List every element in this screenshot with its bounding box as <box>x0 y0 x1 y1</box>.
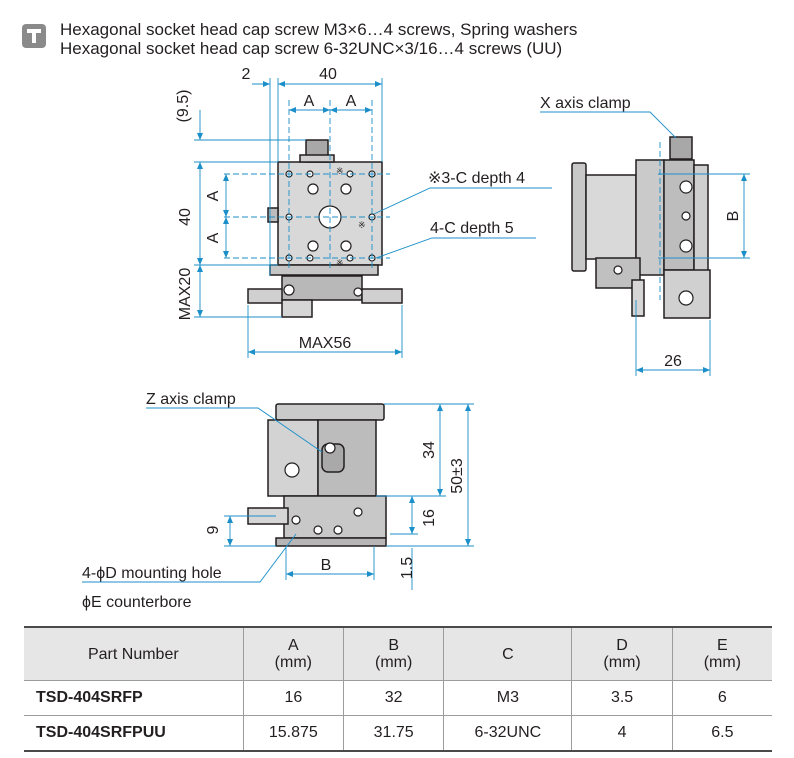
dim-a-right: A <box>346 93 357 110</box>
front-view-stage <box>247 403 387 547</box>
table-cell: 16 <box>242 680 344 716</box>
dim-50: 50±3 <box>449 458 466 494</box>
dim-2: 2 <box>242 66 251 83</box>
part-number-cell: TSD-404SRFP <box>24 680 244 716</box>
header-part-number: Part Number <box>24 626 244 681</box>
front-view: Z axis clamp 34 50±3 16 1.5 9 B 4-ϕD mou… <box>82 391 474 611</box>
table-cell: 6-32UNC <box>443 715 572 752</box>
header-name: C <box>502 645 514 663</box>
screw-note-text: Hexagonal socket head cap screw M3×6…4 s… <box>60 20 577 58</box>
dim-1-5: 1.5 <box>399 557 416 579</box>
dim-9: 9 <box>205 525 222 534</box>
dim-9-5: (9.5) <box>175 90 192 123</box>
side-view-stage <box>571 136 711 319</box>
dim-b-side: B <box>725 211 742 222</box>
header-name: D <box>616 637 628 654</box>
screw-note-line-2: Hexagonal socket head cap screw 6-32UNC×… <box>60 39 563 58</box>
screw-note-line-1: Hexagonal socket head cap screw M3×6…4 s… <box>60 20 578 39</box>
table-cell: 4 <box>571 715 673 752</box>
callout-counterbore: ϕE counterbore <box>82 594 192 611</box>
header-unit: (mm) <box>375 654 413 671</box>
header-name: Part Number <box>87 645 179 663</box>
dim-b-front: B <box>321 557 332 574</box>
hole-mark-1: ※ <box>336 166 344 176</box>
technical-drawing: 2 40 A A (9.5) A 40 A MAX20 MAX56 ※3-C d… <box>82 66 750 611</box>
header-name: E <box>717 637 728 654</box>
hole-mark-3: ※ <box>336 258 344 268</box>
top-view-dimension-lines <box>197 81 552 355</box>
dim-a-left: A <box>304 93 315 110</box>
callout-mounting-hole: 4-ϕD mounting hole <box>82 565 222 582</box>
header-a: A (mm) <box>242 626 345 681</box>
spec-table-header: Part Number A (mm) B (mm) C D (mm) E (mm… <box>24 626 772 681</box>
header-unit: (mm) <box>703 654 741 671</box>
callout-z-axis-clamp: Z axis clamp <box>146 391 236 408</box>
header-d: D (mm) <box>571 626 673 681</box>
callout-3c-depth: ※3-C depth 4 <box>428 170 525 187</box>
table-cell: 6 <box>671 680 772 716</box>
front-view-holes <box>284 442 363 535</box>
table-row: TSD-404SRFP 16 32 M3 3.5 6 <box>24 680 772 716</box>
table-cell: 6.5 <box>671 715 772 752</box>
dim-max20: MAX20 <box>177 268 194 321</box>
dim-40-side: 40 <box>177 208 194 226</box>
dim-max56: MAX56 <box>299 335 352 352</box>
table-row: TSD-404SRFPUU 15.875 31.75 6-32UNC 4 6.5 <box>24 715 772 752</box>
spec-table: Part Number A (mm) B (mm) C D (mm) E (mm… <box>24 626 772 752</box>
side-view-dimension-lines <box>540 111 750 376</box>
top-view-center-lines <box>194 78 403 358</box>
table-cell: 15.875 <box>242 715 344 752</box>
header-name: A <box>288 637 299 654</box>
header-e: E (mm) <box>671 626 772 681</box>
dim-a-upper: A <box>205 190 222 201</box>
table-cell: 32 <box>343 680 444 716</box>
header-c: C <box>443 626 573 681</box>
dim-16: 16 <box>421 509 438 527</box>
dim-40-top: 40 <box>319 66 337 83</box>
header-unit: (mm) <box>274 654 312 671</box>
header-b: B (mm) <box>343 626 445 681</box>
callout-x-axis-clamp: X axis clamp <box>540 95 631 112</box>
top-view: 2 40 A A (9.5) A 40 A MAX20 MAX56 ※3-C d… <box>175 66 552 358</box>
header-name: B <box>388 637 400 654</box>
part-number-cell: TSD-404SRFPUU <box>24 715 244 752</box>
side-view: X axis clamp B 26 <box>540 95 750 376</box>
dim-a-lower: A <box>205 232 222 243</box>
screw-icon <box>22 24 46 48</box>
dim-34: 34 <box>421 441 438 459</box>
table-cell: 3.5 <box>571 680 673 716</box>
front-view-dimension-lines <box>82 403 474 590</box>
callout-4c-depth: 4-C depth 5 <box>430 220 514 237</box>
header-unit: (mm) <box>603 654 641 671</box>
table-cell: M3 <box>443 680 572 716</box>
table-cell: 31.75 <box>343 715 444 752</box>
side-view-holes <box>613 180 694 306</box>
dim-26: 26 <box>664 353 682 370</box>
hole-mark-2: ※ <box>358 220 366 230</box>
top-view-stage <box>247 139 403 318</box>
